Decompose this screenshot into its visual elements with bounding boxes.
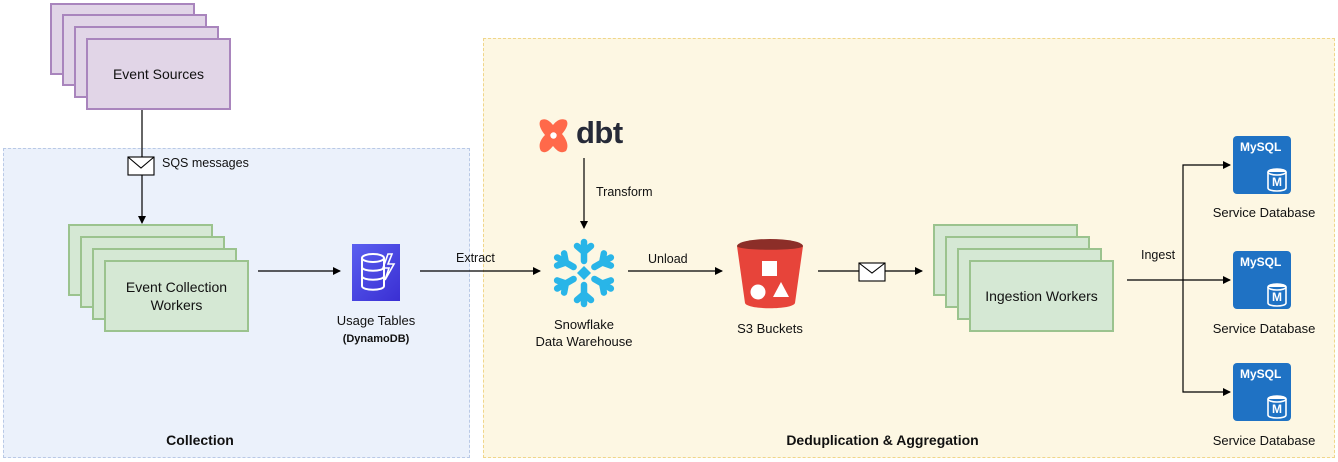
- edge-ingest-to-db1: [1182, 161, 1231, 280]
- extract-label: Extract: [456, 251, 495, 265]
- dynamodb-icon[interactable]: [352, 244, 400, 301]
- event-sources-node[interactable]: Event Sources: [86, 38, 231, 110]
- envelope-icon: [127, 156, 155, 176]
- event-sources-label: Event Sources: [112, 66, 205, 82]
- event-collection-workers-line2: Workers: [150, 297, 203, 313]
- s3-bucket-icon[interactable]: [735, 237, 805, 310]
- mysql-m-glyph: M: [1272, 402, 1282, 416]
- service-database-label: Service Database: [1212, 321, 1316, 336]
- snowflake-label-line1: Snowflake: [554, 317, 614, 332]
- mysql-database-icon[interactable]: MySQL M: [1233, 136, 1291, 199]
- ingest-label: Ingest: [1141, 248, 1176, 262]
- mysql-database-icon[interactable]: MySQL M: [1233, 363, 1291, 426]
- sqs-messages-label: SQS messages: [162, 156, 249, 170]
- usage-tables-label: Usage Tables: [336, 313, 416, 328]
- service-database-label: Service Database: [1212, 205, 1316, 220]
- snowflake-icon[interactable]: [549, 237, 619, 309]
- event-collection-workers-node[interactable]: Event Collection Workers: [104, 260, 249, 332]
- ingestion-workers-node[interactable]: Ingestion Workers: [969, 260, 1114, 332]
- dedup-aggregation-group: [483, 38, 1335, 458]
- event-collection-workers-line1: Event Collection: [125, 279, 228, 295]
- dbt-node[interactable]: dbt: [536, 115, 631, 157]
- mysql-m-glyph: M: [1272, 290, 1282, 304]
- dedup-group-label: Deduplication & Aggregation: [786, 432, 979, 448]
- unload-label: Unload: [648, 252, 688, 266]
- mysql-logo-text: MySQL: [1240, 140, 1282, 154]
- dbt-icon: [539, 119, 568, 153]
- transform-label: Transform: [596, 185, 653, 199]
- mysql-m-glyph: M: [1272, 175, 1282, 189]
- mysql-logo-text: MySQL: [1240, 367, 1282, 381]
- mysql-database-icon[interactable]: MySQL M: [1233, 251, 1291, 314]
- usage-tables-sublabel: (DynamoDB): [342, 333, 410, 345]
- dbt-wordmark: dbt: [576, 115, 623, 150]
- collection-group-label: Collection: [166, 432, 234, 448]
- service-database-label: Service Database: [1212, 433, 1316, 448]
- ingestion-workers-label: Ingestion Workers: [985, 288, 1098, 304]
- envelope-icon: [858, 262, 886, 282]
- s3-label: S3 Buckets: [737, 321, 803, 336]
- mysql-logo-text: MySQL: [1240, 255, 1282, 269]
- edge-ingest-to-db3: [1182, 280, 1231, 396]
- snowflake-label-line2: Data Warehouse: [535, 334, 633, 349]
